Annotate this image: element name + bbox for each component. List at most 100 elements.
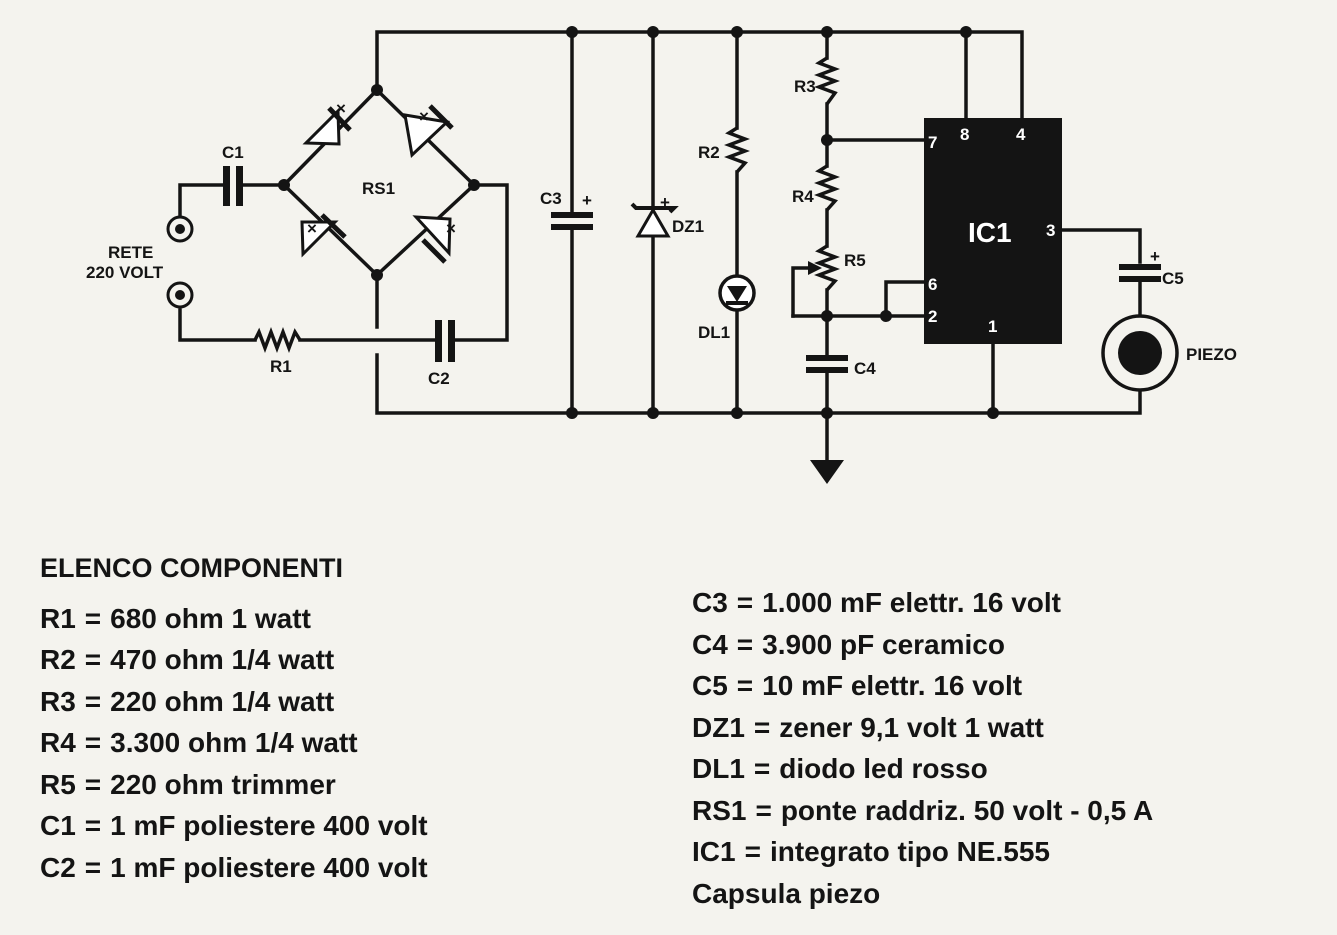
label-dl1: DL1 xyxy=(698,323,730,342)
part-desc: 3.900 pF ceramico xyxy=(762,628,1005,660)
trimmer-r5 xyxy=(814,244,840,292)
parts-list-left: ELENCO COMPONENTI R1=680 ohm 1 watt R2=4… xyxy=(40,548,428,888)
label-c1: C1 xyxy=(222,143,244,162)
plus-c5: + xyxy=(1150,247,1160,266)
bridge-cross-2: × xyxy=(419,107,429,126)
ic1-pin4: 4 xyxy=(1016,125,1026,144)
part-desc: 680 ohm 1 watt xyxy=(110,602,311,634)
parts-list-right: C3=1.000 mF elettr. 16 volt C4=3.900 pF … xyxy=(692,582,1153,914)
resistor-r4 xyxy=(814,164,840,212)
ground-symbol xyxy=(810,460,844,484)
part-row: R4 = 3.300 ohm 1/4 watt xyxy=(40,722,428,764)
label-c2: C2 xyxy=(428,369,450,388)
label-c4: C4 xyxy=(854,359,876,378)
part-row: C5 = 10 mF elettr. 16 volt xyxy=(692,665,1153,707)
part-ref: R5 xyxy=(40,768,76,800)
wire-bridge-right xyxy=(453,183,509,342)
part-desc: diodo led rosso xyxy=(779,753,988,784)
wire-ic-pin3 xyxy=(1060,228,1142,264)
resistor-r3 xyxy=(814,56,840,106)
part-ref: DZ1 xyxy=(692,711,745,743)
label-c5: C5 xyxy=(1162,269,1184,288)
part-desc: ponte raddriz. 50 volt - 0,5 A xyxy=(780,794,1154,826)
part-equals: = xyxy=(84,685,102,717)
ic1-chip xyxy=(924,118,1062,344)
part-ref: DL1 xyxy=(692,753,745,784)
part-ref: IC1 xyxy=(692,836,736,867)
part-desc: 220 ohm trimmer xyxy=(110,768,336,800)
mains-terminal-bottom xyxy=(166,281,194,309)
label-ic1: IC1 xyxy=(968,217,1012,248)
capacitor-c5 xyxy=(1119,264,1161,282)
label-dz1: DZ1 xyxy=(672,217,704,236)
part-ref: C1 xyxy=(40,810,76,841)
wire-mains-bottom xyxy=(178,308,257,342)
part-row: C1=1 mF poliestere 400 volt xyxy=(40,805,428,847)
ic1-pin2: 2 xyxy=(928,307,937,326)
part-row: C3 = 1.000 mF elettr. 16 volt xyxy=(692,582,1153,624)
part-row: IC1 = integrato tipo NE.555 xyxy=(692,831,1153,873)
label-rs1: RS1 xyxy=(362,179,395,198)
part-desc: 470 ohm 1/4 watt xyxy=(110,644,335,675)
label-piezo: PIEZO xyxy=(1186,345,1237,364)
wire-mains-top xyxy=(178,183,225,217)
bridge-cross-3: × xyxy=(307,219,317,238)
part-equals: = xyxy=(84,644,102,675)
mains-label-line2: 220 VOLT xyxy=(86,263,164,282)
part-row: R1=680 ohm 1 watt xyxy=(40,598,428,640)
part-desc: 3.300 ohm 1/4 watt xyxy=(110,727,358,758)
resistor-r1 xyxy=(253,327,302,353)
part-desc: 1.000 mF elettr. 16 volt xyxy=(762,587,1061,618)
capacitor-c2 xyxy=(435,320,455,362)
plus-c3: + xyxy=(582,191,592,210)
label-r5: R5 xyxy=(844,251,866,270)
part-desc: integrato tipo NE.555 xyxy=(769,836,1050,867)
bridge-cross-1: × xyxy=(336,99,346,118)
bridge-rectifier-rs1: × × × × xyxy=(278,84,480,281)
part-equals: = xyxy=(84,727,102,758)
part-row: DZ1=zener 9,1 volt 1 watt xyxy=(692,707,1153,749)
part-equals: = xyxy=(744,836,761,867)
part-row: R3=220 ohm 1/4 watt xyxy=(40,681,428,723)
mains-label-line1: RETE xyxy=(108,243,153,262)
plus-dz1: + xyxy=(660,193,670,212)
ic1-pin3: 3 xyxy=(1046,221,1055,240)
label-c3: C3 xyxy=(540,189,562,208)
part-desc: 1 mF poliestere 400 volt xyxy=(110,851,428,883)
part-ref: R2 xyxy=(40,644,76,675)
label-r4: R4 xyxy=(792,187,814,206)
part-ref: R4 xyxy=(40,727,76,758)
label-r1: R1 xyxy=(270,357,292,376)
wire-top-rail xyxy=(375,30,1024,120)
part-equals: = xyxy=(736,670,754,701)
part-equals: = xyxy=(753,753,771,784)
capacitor-c1 xyxy=(223,166,243,206)
parts-list-footer: Capsula piezo xyxy=(692,877,881,909)
trimmer-wiper-arrow xyxy=(808,261,822,275)
part-ref: C3 xyxy=(692,587,728,618)
ic1-pin8: 8 xyxy=(960,125,969,144)
part-ref: R3 xyxy=(40,685,76,717)
zener-dz1 xyxy=(630,202,679,238)
part-ref: C2 xyxy=(40,851,76,883)
part-row: R5=220 ohm trimmer xyxy=(40,764,428,806)
part-equals: = xyxy=(736,628,754,660)
part-equals: = xyxy=(736,587,754,618)
wire-pin6-pin2-loop xyxy=(884,280,926,318)
part-row: C4=3.900 pF ceramico xyxy=(692,624,1153,666)
ic1-pin1: 1 xyxy=(988,317,997,336)
bridge-cross-4: × xyxy=(446,219,456,238)
led-dl1 xyxy=(718,274,756,312)
part-equals: = xyxy=(755,794,772,826)
resistor-r2 xyxy=(724,126,750,174)
part-equals: = xyxy=(84,768,102,800)
part-equals: = xyxy=(84,602,102,634)
part-ref: C5 xyxy=(692,670,728,701)
label-r2: R2 xyxy=(698,143,720,162)
piezo-buzzer xyxy=(1101,314,1179,392)
part-ref: R1 xyxy=(40,602,76,634)
part-ref: C4 xyxy=(692,628,728,660)
part-equals: = xyxy=(753,711,771,743)
part-equals: = xyxy=(84,810,102,841)
part-desc: 10 mF elettr. 16 volt xyxy=(762,670,1023,701)
